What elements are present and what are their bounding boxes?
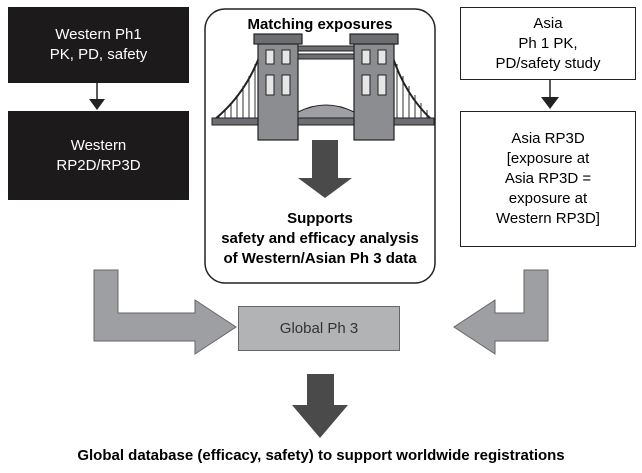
western-rp2d-label: Western RP2D/RP3D — [56, 136, 141, 174]
supports-text: Supports safety and efficacy analysis of… — [221, 210, 419, 267]
asia-rp3d-label: Asia RP3D [exposure at Asia RP3D = expos… — [496, 130, 600, 227]
western-ph1-box: Western Ph1 PK, PD, safety — [8, 7, 189, 83]
left-bent-arrow — [93, 269, 237, 355]
asia-rp3d-box: Asia RP3D [exposure at Asia RP3D = expos… — [460, 111, 636, 247]
bridge-icon — [211, 33, 435, 141]
global-ph3-box: Global Ph 3 — [238, 306, 400, 351]
matching-exposures-title: Matching exposures — [247, 16, 393, 33]
western-rp2d-box: Western RP2D/RP3D — [8, 111, 189, 200]
center-down-arrow — [298, 140, 352, 198]
western-ph1-label: Western Ph1 PK, PD, safety — [49, 26, 148, 63]
asia-ph1-box: Asia Ph 1 PK, PD/safety study — [460, 7, 636, 80]
right-bent-arrow — [453, 269, 549, 355]
asia-ph1-label: Asia Ph 1 PK, PD/safety study — [495, 14, 601, 72]
western-down-arrow — [89, 83, 105, 110]
bottom-caption: Global database (efficacy, safety) to su… — [77, 447, 565, 464]
global-ph3-label: Global Ph 3 — [279, 319, 359, 337]
bottom-down-arrow — [292, 374, 348, 438]
asia-down-arrow — [541, 80, 559, 109]
